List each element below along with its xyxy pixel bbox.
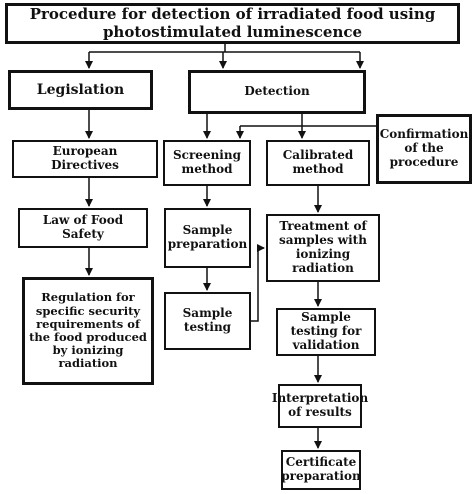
legislation-label: Legislation — [36, 81, 125, 98]
law-food-safety-box: Law of Food Safety — [18, 208, 148, 248]
title-box: Procedure for detection of irradiated fo… — [5, 3, 460, 44]
law-food-safety-label: Law of Food Safety — [42, 213, 124, 241]
sample-preparation-label: Sample preparation — [167, 223, 248, 251]
title-line-2: photostimulated luminescence — [102, 22, 363, 41]
sample-preparation-box: Sample preparation — [164, 208, 251, 268]
calibrated-method-box: Calibrated method — [266, 140, 370, 186]
confirmation-label: Confirmation of the procedure — [379, 127, 469, 169]
screening-method-label: Screening method — [173, 148, 241, 176]
treatment-label: Treatment of samples with ionizing radia… — [279, 219, 367, 275]
interpretation-label: Interpretation of results — [271, 391, 369, 419]
interpretation-box: Interpretation of results — [272, 384, 368, 428]
sample-testing-box: Sample testing — [164, 292, 251, 350]
calibrated-method-label: Calibrated method — [282, 148, 354, 176]
arrow-sample-testing-to-treatment — [251, 244, 265, 322]
confirmation-box: Confirmation of the procedure — [376, 114, 472, 184]
certificate-box: Certificate preparation — [281, 450, 361, 490]
title-line-1: Procedure for detection of irradiated fo… — [29, 5, 436, 24]
detection-label: Detection — [244, 84, 310, 99]
treatment-box: Treatment of samples with ionizing radia… — [266, 214, 380, 282]
sample-testing-validation-label: Sample testing for validation — [290, 310, 362, 352]
certificate-label: Certificate preparation — [281, 455, 361, 483]
european-directives-label: European Directives — [51, 144, 119, 172]
detection-box: Detection — [188, 70, 366, 114]
sample-testing-validation-box: Sample testing for validation — [276, 308, 376, 356]
sample-testing-label: Sample testing — [182, 306, 233, 334]
european-directives-box: European Directives — [12, 140, 158, 178]
regulation-box: Regulation for specific security require… — [22, 277, 154, 385]
legislation-box: Legislation — [8, 70, 153, 110]
regulation-label: Regulation for specific security require… — [29, 290, 147, 371]
screening-method-box: Screening method — [163, 140, 251, 186]
